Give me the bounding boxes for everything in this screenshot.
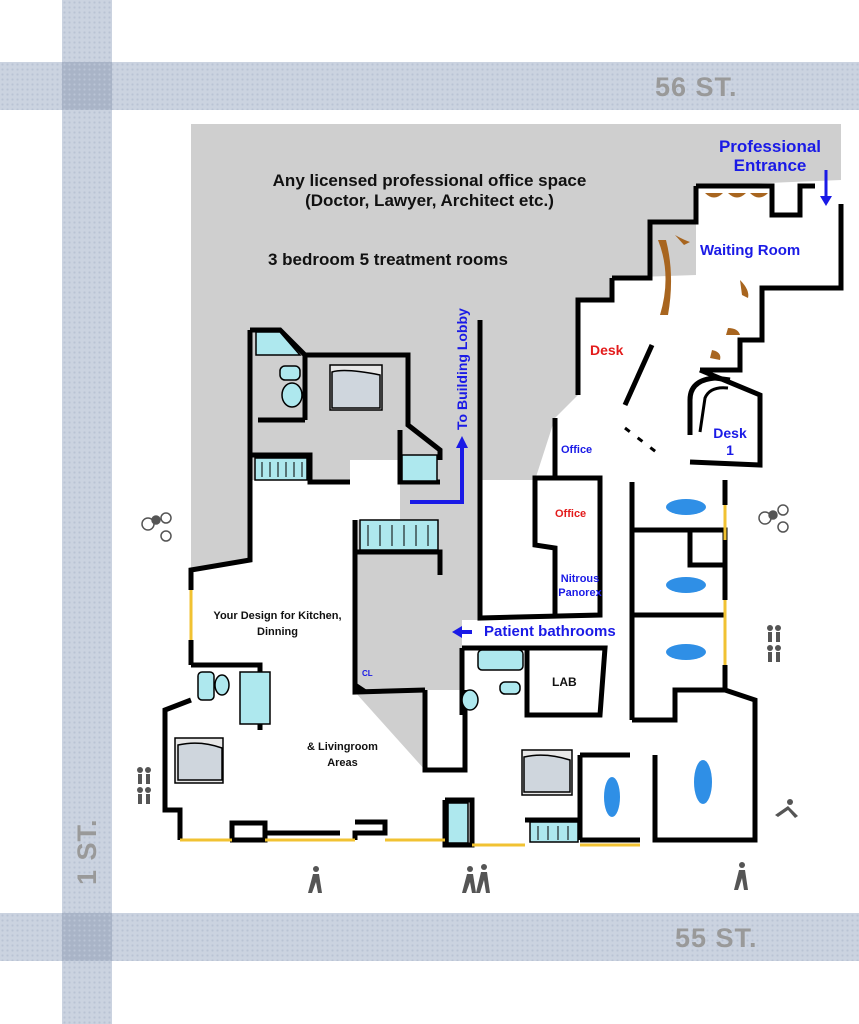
waiting-room-label: Waiting Room <box>700 242 801 259</box>
closet-marker <box>355 682 370 692</box>
direction-arrow-icon <box>410 445 464 504</box>
professional-entrance-line1: Professional <box>718 137 822 156</box>
street-label-55: 55 ST. <box>675 923 758 953</box>
nitrous-line2: Panorex <box>558 587 602 599</box>
common-area <box>191 124 841 770</box>
pedestrian-icon <box>137 767 151 804</box>
street-intersection-top <box>62 62 112 110</box>
professional-entrance-line2: Entrance <box>733 156 807 175</box>
pedestrian-icon <box>734 862 748 890</box>
office-label-red: Office <box>555 508 587 520</box>
runner-icon <box>775 799 798 818</box>
street-intersection-bottom <box>62 913 112 961</box>
office-label-blue: Office <box>561 444 593 456</box>
pedestrian-icon <box>767 625 781 662</box>
desk-curve <box>687 375 731 435</box>
bed-icon <box>174 737 224 784</box>
headline-line1: Any licensed professional office space <box>272 171 587 190</box>
street-1 <box>62 0 112 1024</box>
street-55 <box>0 913 859 961</box>
nitrous-line1: Nitrous <box>560 573 600 585</box>
desk-curve-2 <box>698 386 729 433</box>
direction-arrow-icon <box>820 196 832 206</box>
pedestrian-icon <box>308 866 322 893</box>
windows <box>180 505 727 847</box>
patient-bathrooms-label: Patient bathrooms <box>484 623 616 640</box>
street-56 <box>0 62 859 110</box>
closet-label: CL <box>362 669 373 678</box>
living-line2: Areas <box>327 757 358 769</box>
cyclist-icon <box>141 512 172 542</box>
kitchen-line2: Dinning <box>257 626 298 638</box>
dental-chair-icon <box>604 499 712 817</box>
direction-arrow-icon <box>456 436 468 448</box>
bathroom-fixtures <box>197 331 579 844</box>
kitchen-line1: Your Design for Kitchen, <box>213 610 342 622</box>
bed-icon <box>521 749 573 796</box>
pedestrian-icon <box>462 864 490 893</box>
headline-line2: (Doctor, Lawyer, Architect etc.) <box>305 191 554 210</box>
direction-arrow-icon <box>452 626 462 638</box>
desk-label: Desk <box>590 342 624 358</box>
cyclist-icon <box>758 504 789 533</box>
bed-icon <box>329 364 383 411</box>
to-building-lobby-label: To Building Lobby <box>454 308 470 430</box>
desk1-line2: 1 <box>726 442 734 458</box>
living-line1: & Livingroom <box>307 741 378 753</box>
rooms-summary: 3 bedroom 5 treatment rooms <box>268 250 508 269</box>
office-walls <box>422 183 844 843</box>
closet-hangers <box>261 462 569 840</box>
desk1-line1: Desk <box>713 425 747 441</box>
street-label-56: 56 ST. <box>655 72 738 102</box>
lab-label: LAB <box>552 675 577 689</box>
waiting-furniture <box>658 193 768 360</box>
